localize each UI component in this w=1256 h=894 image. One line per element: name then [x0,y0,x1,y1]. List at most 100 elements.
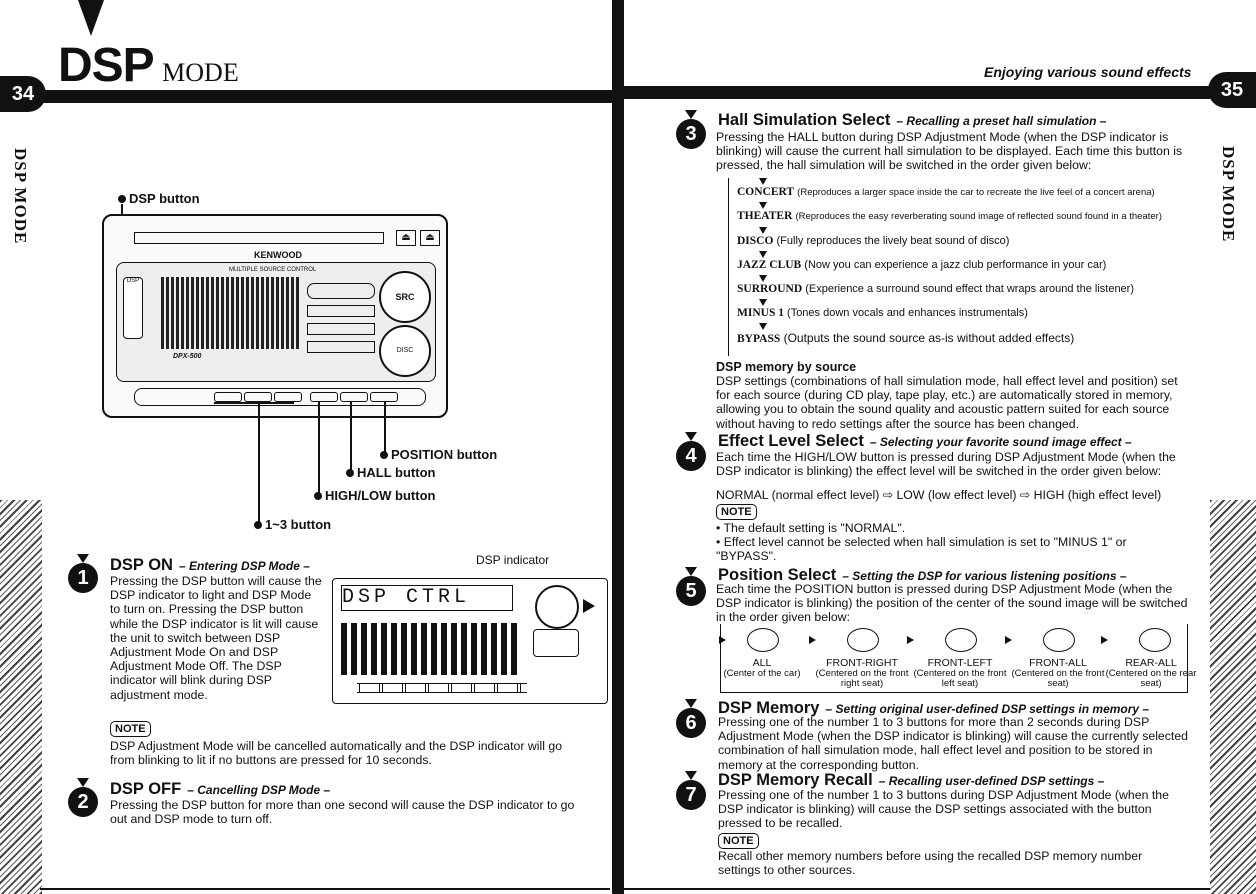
section-4-badge: 4 [676,432,706,471]
dsp-button-callout: DSP button [118,190,200,208]
position-indicator-icon [533,629,579,657]
section-1-heading: DSP ON– Entering DSP Mode – [110,556,310,574]
page-title: DSP MODE [58,39,239,92]
position-all-label: ALL(Center of the car) [723,657,801,679]
arrow-right-icon [1101,636,1108,644]
callout-bracket [214,402,294,404]
position-button[interactable] [370,392,398,402]
brand-logo: KENWOOD [254,250,302,260]
disc-knob[interactable]: DISC [379,325,431,377]
callout-line-highlow [318,402,320,496]
section-6-body: Pressing one of the number 1 to 3 button… [718,715,1189,772]
preset-2-button[interactable] [244,392,272,402]
model-label: DPX-500 [173,353,202,360]
position-front-right-icon [847,628,879,652]
position-sequence: ALL(Center of the car) FRONT-RIGHT(Cente… [719,624,1196,693]
section-2-body: Pressing the DSP button for more than on… [110,798,575,827]
edge-texture [0,500,42,894]
section-3-badge: 3 [676,110,706,149]
section-4-note-badge: NOTE [716,504,757,520]
header-rule [0,90,612,103]
down-arrow-icon [759,227,767,234]
section-6-badge: 6 [676,699,706,738]
section-5-heading: Position Select– Setting the DSP for var… [718,566,1127,584]
hall-item-jazz-club: JAZZ CLUB (Now you can experience a jazz… [737,259,1107,271]
section-3-body: Pressing the HALL button during DSP Adju… [716,130,1183,173]
section-2-heading: DSP OFF– Cancelling DSP Mode – [110,780,331,798]
section-6-heading: DSP Memory– Setting original user-define… [718,699,1150,717]
page-number-tab: 35 [1208,72,1256,108]
down-arrow-icon [759,251,767,258]
lcd-spectrum [341,623,521,675]
lcd-bottom-segments [357,683,527,693]
down-arrow-icon [759,275,767,282]
faceplate: MULTIPLE SOURCE CONTROL DPX-500 DSP SRC … [116,262,436,382]
note-line-1: • The default setting is "NORMAL". [716,521,906,535]
section-7-note-badge: NOTE [718,833,759,849]
side-label: DSP MODE [11,148,30,245]
cd-slot [134,232,384,244]
lcd-figure: DSP CTRL [332,578,608,704]
preset-3-button[interactable] [274,392,302,402]
src-knob[interactable]: SRC [379,271,431,323]
right-page: Enjoying various sound effects 35 DSP MO… [624,0,1256,894]
position-rear-all-icon [1139,628,1171,652]
radio-unit: ⏏ ⏏ KENWOOD MULTIPLE SOURCE CONTROL DPX-… [102,214,448,418]
preset-1-button[interactable] [214,392,242,402]
hall-item-theater: THEATER (Reproduces the easy reverberati… [737,210,1162,222]
left-page: DSP MODE 34 DSP MODE DSP button ⏏ ⏏ KENW… [0,0,622,894]
lcd-text: DSP CTRL [341,585,513,611]
arrow-right-icon [907,636,914,644]
arrow-right-icon [809,636,816,644]
bottom-rule [624,888,1210,890]
section-5-badge: 5 [676,567,706,606]
down-arrow-icon [759,202,767,209]
hall-item-minus-1: MINUS 1 (Tones down vocals and enhances … [737,307,1028,319]
running-header: Enjoying various sound effects [984,64,1192,80]
memory-by-source-heading: DSP memory by source [716,360,857,374]
down-arrow-icon [759,323,767,330]
section-4-body: Each time the HIGH/LOW button is pressed… [716,450,1176,479]
bottom-button-row [134,388,426,406]
position-front-all-icon [1043,628,1075,652]
preset-buttons [307,283,375,353]
dsp-indicator-label: DSP indicator [476,553,550,567]
preset-button-callout: 1~3 button [254,516,331,534]
hall-button[interactable] [340,392,368,402]
position-front-left-label: FRONT-LEFT(Centered on the front left se… [913,657,1007,689]
position-rear-all-label: REAR-ALL(Centered on the rear seat) [1105,657,1197,689]
page-gutter [612,0,624,894]
hall-item-disco: DISCO (Fully reproduces the lively beat … [737,235,1010,247]
dsp-indicator-icon [535,585,579,629]
section-1-badge: 1 [68,554,98,593]
down-arrow-icon [759,178,767,185]
hall-item-bypass: BYPASS (Outputs the sound source as-is w… [737,331,1075,345]
position-front-left-icon [945,628,977,652]
section-7-note-text: Recall other memory numbers before using… [718,849,1143,878]
down-arrow-icon [759,299,767,306]
callout-line-presets [258,402,260,522]
note-badge: NOTE [110,721,151,737]
edge-texture [1210,500,1256,894]
position-front-right-label: FRONT-RIGHT(Centered on the front right … [815,657,909,689]
section-7-heading: DSP Memory Recall– Recalling user-define… [718,771,1105,789]
hall-item-concert: CONCERT (Reproduces a larger space insid… [737,186,1155,198]
hall-mode-list: CONCERT (Reproduces a larger space insid… [728,178,1162,356]
header-rule [624,86,1210,99]
dsp-button[interactable]: DSP [123,277,143,339]
page-marker-arrow [78,0,104,36]
position-front-all-label: FRONT-ALL(Centered on the front seat) [1011,657,1105,689]
callout-line-position [384,402,386,452]
note-line-2: • Effect level cannot be selected when h… [716,535,1127,564]
callout-line-hall [350,402,352,474]
position-all-icon [747,628,779,652]
spectrum-display [161,277,301,349]
highlow-button[interactable] [310,392,338,402]
effect-sequence: NORMAL (normal effect level) ⇨ LOW (low … [716,488,1162,502]
hall-item-surround: SURROUND (Experience a surround sound ef… [737,283,1134,295]
page-number-tab: 34 [0,76,46,112]
section-7-body: Pressing one of the number 1 to 3 button… [718,788,1169,831]
section-4-heading: Effect Level Select– Selecting your favo… [718,432,1132,450]
note-text: DSP Adjustment Mode will be cancelled au… [110,739,563,768]
indicator-arrow [583,599,595,613]
